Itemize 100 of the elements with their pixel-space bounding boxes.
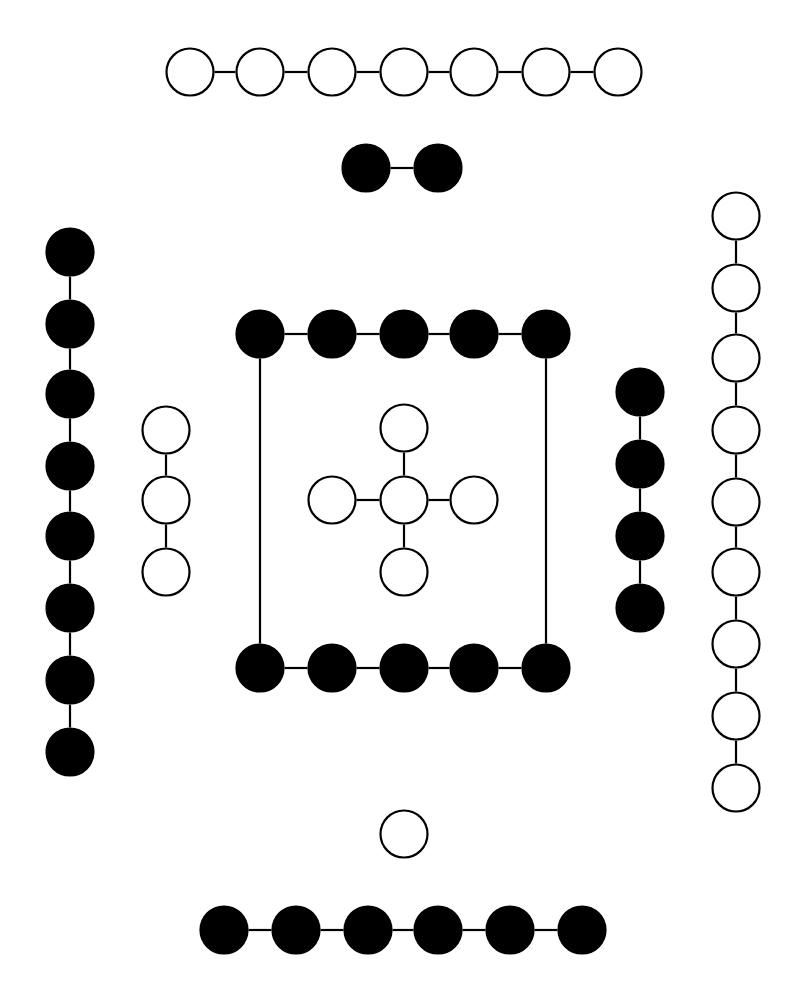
circle-node (379, 403, 429, 453)
connector-line (428, 70, 450, 74)
connector-line (734, 454, 738, 478)
circle-node (711, 263, 761, 313)
connector-line (534, 928, 558, 932)
dot-node (413, 143, 463, 193)
connector-line (498, 70, 522, 74)
connector-line (402, 524, 406, 548)
dot-node (615, 511, 665, 561)
circle-node (379, 475, 429, 525)
connector-line (356, 498, 380, 502)
circle-node (711, 619, 761, 669)
connector-line (428, 332, 450, 336)
connector-line (284, 70, 308, 74)
dot-node (45, 583, 95, 633)
dot-node (235, 309, 285, 359)
connector-line (68, 348, 72, 370)
dot-node (485, 905, 535, 955)
dot-node (343, 905, 393, 955)
connector-line (638, 560, 642, 584)
connector-line (734, 596, 738, 620)
connector-line (68, 490, 72, 512)
circle-node (449, 475, 499, 525)
dot-node (379, 643, 429, 693)
connector-line (248, 928, 272, 932)
circle-node (379, 809, 429, 859)
dot-node (615, 367, 665, 417)
circle-node (379, 547, 429, 597)
connector-line (498, 666, 522, 670)
circle-node (521, 47, 571, 97)
connector-line (734, 526, 738, 548)
connector-line (734, 382, 738, 406)
connector-line (734, 668, 738, 692)
connector-line (428, 498, 450, 502)
connector-line (356, 332, 380, 336)
connector-line (462, 928, 486, 932)
connector-line (214, 70, 236, 74)
dot-node (271, 905, 321, 955)
connector-line (284, 332, 308, 336)
connector-line (734, 740, 738, 764)
circle-node (141, 405, 191, 455)
dot-node (379, 309, 429, 359)
connector-line (356, 666, 380, 670)
dot-node (45, 727, 95, 777)
circle-node (307, 475, 357, 525)
connector-line (734, 312, 738, 334)
dot-node (413, 905, 463, 955)
circle-node (711, 191, 761, 241)
circle-node (711, 333, 761, 383)
circle-node (711, 405, 761, 455)
dot-node (45, 511, 95, 561)
circle-node (711, 477, 761, 527)
connector-line (68, 276, 72, 300)
dot-node (45, 299, 95, 349)
dot-node (449, 643, 499, 693)
dot-node (341, 143, 391, 193)
connector-line (68, 632, 72, 656)
circle-node (141, 475, 191, 525)
connector-line (390, 166, 414, 170)
connector-line (68, 418, 72, 442)
connector-line (638, 488, 642, 512)
circle-node (141, 547, 191, 597)
connector-line (68, 704, 72, 728)
circle-node (307, 47, 357, 97)
dot-node (615, 439, 665, 489)
connector-line (164, 454, 168, 476)
connector-line (164, 524, 168, 548)
circle-node (235, 47, 285, 97)
connector-line (498, 332, 522, 336)
circle-node (711, 691, 761, 741)
circle-node (379, 47, 429, 97)
connector-line (320, 928, 344, 932)
dot-node (45, 227, 95, 277)
circle-node (711, 763, 761, 813)
circle-node (711, 547, 761, 597)
connector-line (392, 928, 414, 932)
dot-node (45, 441, 95, 491)
connector-line (402, 452, 406, 476)
connector-line (428, 666, 450, 670)
dot-node (45, 369, 95, 419)
connector-line (258, 358, 262, 644)
dot-node (521, 643, 571, 693)
dot-node (235, 643, 285, 693)
dot-node (615, 583, 665, 633)
connector-line (570, 70, 594, 74)
dot-node (449, 309, 499, 359)
dot-node (199, 905, 249, 955)
circle-node (165, 47, 215, 97)
connector-line (638, 416, 642, 440)
connector-line (544, 358, 548, 644)
dot-node (307, 643, 357, 693)
connector-line (284, 666, 308, 670)
dot-node (307, 309, 357, 359)
dot-node (557, 905, 607, 955)
connector-line (734, 240, 738, 264)
connector-line (68, 560, 72, 584)
connector-line (356, 70, 380, 74)
circle-node (593, 47, 643, 97)
dot-node (45, 655, 95, 705)
circle-node (449, 47, 499, 97)
